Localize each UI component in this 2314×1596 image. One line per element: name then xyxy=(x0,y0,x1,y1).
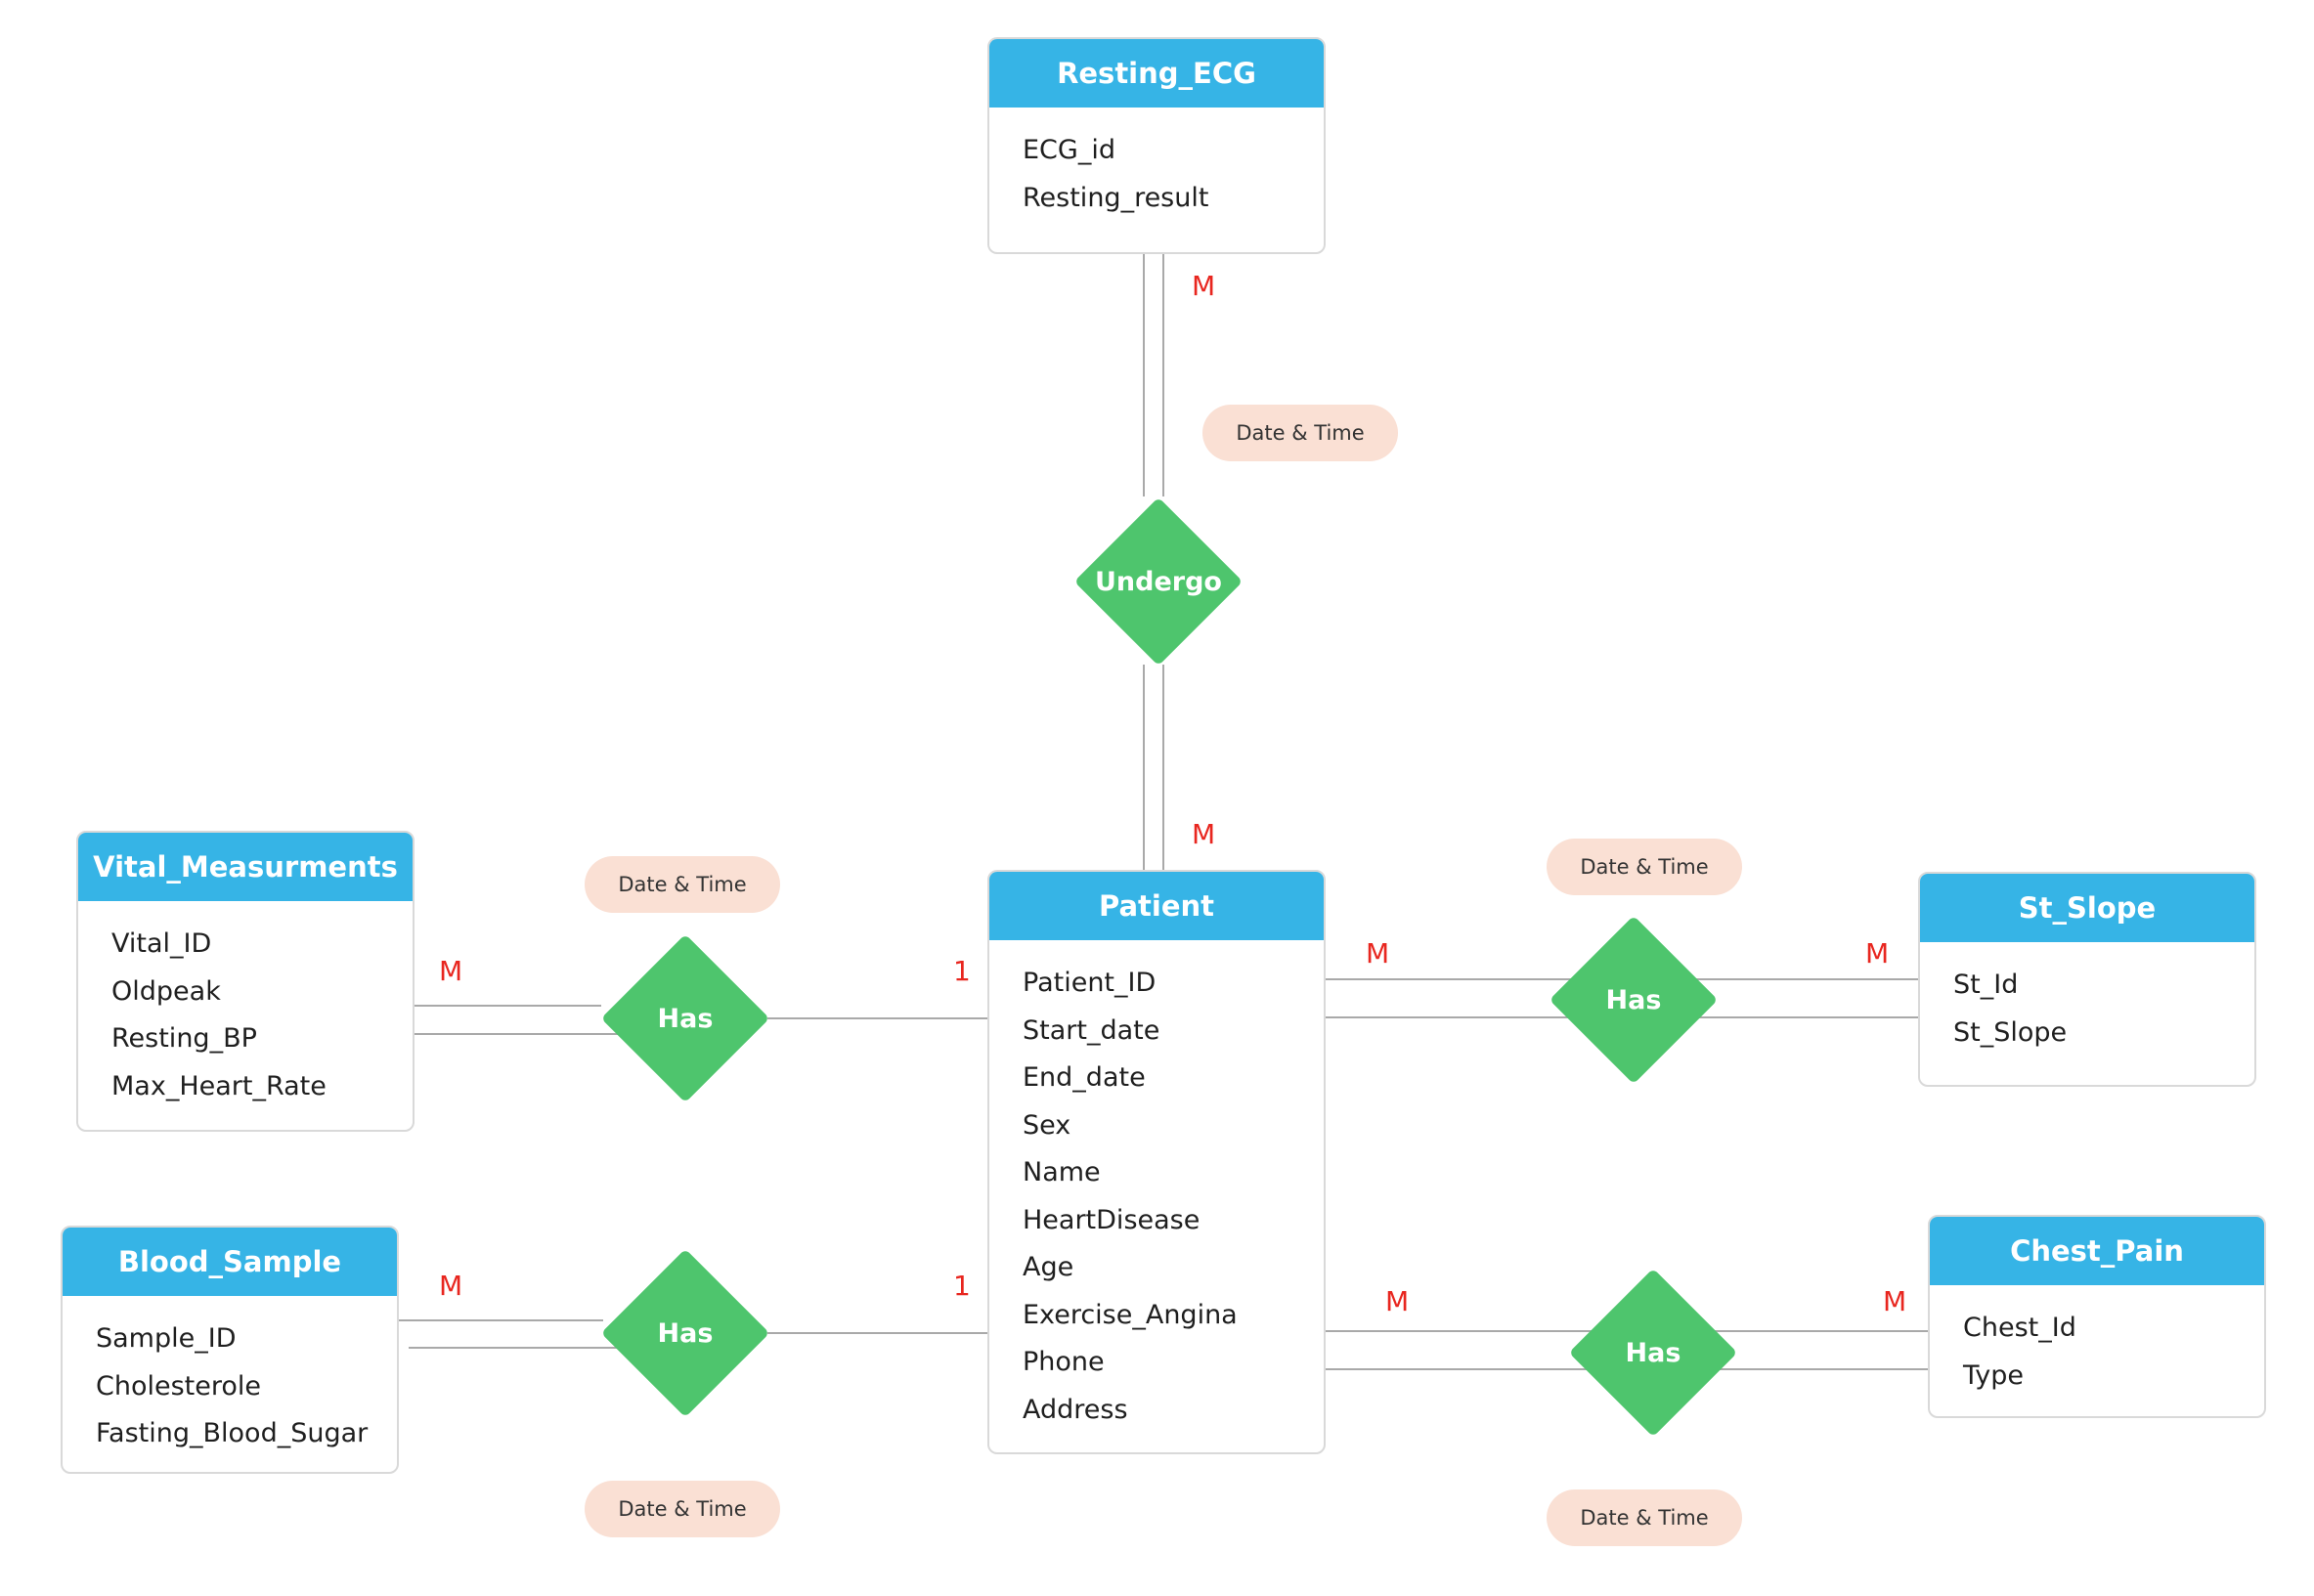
attribute: Phone xyxy=(1023,1347,1105,1377)
attribute: Sample_ID xyxy=(96,1323,237,1354)
attribute: Start_date xyxy=(1023,1014,1160,1046)
attribute-pill-st: Date & Time xyxy=(1547,839,1742,895)
relationship-has-chest[interactable]: Has xyxy=(1568,1268,1738,1438)
attribute: Oldpeak xyxy=(111,975,221,1007)
relationship-has-st[interactable]: Has xyxy=(1549,915,1719,1085)
entity-title: Chest_Pain xyxy=(1930,1217,2264,1285)
entity-title: Patient xyxy=(989,872,1324,940)
attribute-pill-undergo: Date & Time xyxy=(1202,405,1398,461)
attribute: Resting_result xyxy=(1023,182,1209,213)
entity-title: Resting_ECG xyxy=(989,39,1324,108)
attribute: Patient_ID xyxy=(1023,968,1157,998)
relationship-undergo[interactable]: Undergo xyxy=(1073,496,1244,667)
cardinality-blood: M xyxy=(439,1270,463,1302)
cardinality-ecg: M xyxy=(1192,270,1216,302)
cardinality-chest: M xyxy=(1883,1285,1907,1317)
cardinality-patient-chest: M xyxy=(1385,1285,1410,1317)
attribute: St_Id xyxy=(1953,970,2019,1000)
cardinality-patient-st: M xyxy=(1366,937,1390,970)
entity-title: Blood_Sample xyxy=(63,1228,397,1296)
relationship-label: Has xyxy=(657,1317,714,1349)
cardinality-patient-blood: 1 xyxy=(953,1270,971,1302)
attribute: End_date xyxy=(1023,1062,1146,1093)
relationship-label: Has xyxy=(1605,984,1662,1015)
cardinality-st: M xyxy=(1865,937,1890,970)
attribute-pill-vital: Date & Time xyxy=(585,856,780,913)
entity-vital-measurments[interactable]: Vital_Measurments Vital_ID Oldpeak Resti… xyxy=(76,831,415,1132)
attribute: Type xyxy=(1963,1359,2025,1391)
relationship-has-blood[interactable]: Has xyxy=(600,1248,770,1418)
attribute: Cholesterole xyxy=(96,1370,262,1402)
attribute: Fasting_Blood_Sugar xyxy=(96,1418,369,1448)
entity-blood-sample[interactable]: Blood_Sample Sample_ID Cholesterole Fast… xyxy=(61,1226,399,1474)
attribute: Max_Heart_Rate xyxy=(111,1070,327,1101)
relationship-label: Has xyxy=(1625,1337,1681,1368)
cardinality-patient-vital: 1 xyxy=(953,955,971,987)
relationship-has-vital[interactable]: Has xyxy=(600,933,770,1103)
attribute: St_Slope xyxy=(1953,1016,2068,1048)
attribute: Age xyxy=(1023,1252,1074,1282)
attribute: HeartDisease xyxy=(1023,1204,1201,1235)
entity-resting-ecg[interactable]: Resting_ECG ECG_id Resting_result xyxy=(987,37,1326,254)
attribute-pill-chest: Date & Time xyxy=(1547,1489,1742,1546)
relationship-label: Undergo xyxy=(1095,566,1222,597)
cardinality-vital: M xyxy=(439,955,463,987)
attribute: Name xyxy=(1023,1157,1101,1187)
entity-chest-pain[interactable]: Chest_Pain Chest_Id Type xyxy=(1928,1215,2266,1418)
attribute: Sex xyxy=(1023,1109,1071,1141)
attribute-pill-blood: Date & Time xyxy=(585,1481,780,1537)
attribute: Address xyxy=(1023,1394,1128,1425)
attribute: Resting_BP xyxy=(111,1023,257,1054)
entity-st-slope[interactable]: St_Slope St_Id St_Slope xyxy=(1918,872,2256,1087)
attribute: Exercise_Angina xyxy=(1023,1299,1238,1330)
attribute: Chest_Id xyxy=(1963,1313,2076,1343)
relationship-label: Has xyxy=(657,1003,714,1034)
attribute: ECG_id xyxy=(1023,135,1115,165)
entity-patient[interactable]: Patient Patient_ID Start_date End_date S… xyxy=(987,870,1326,1454)
cardinality-patient-ecg: M xyxy=(1192,818,1216,850)
attribute: Vital_ID xyxy=(111,928,212,959)
entity-title: St_Slope xyxy=(1920,874,2254,942)
entity-title: Vital_Measurments xyxy=(78,833,413,901)
